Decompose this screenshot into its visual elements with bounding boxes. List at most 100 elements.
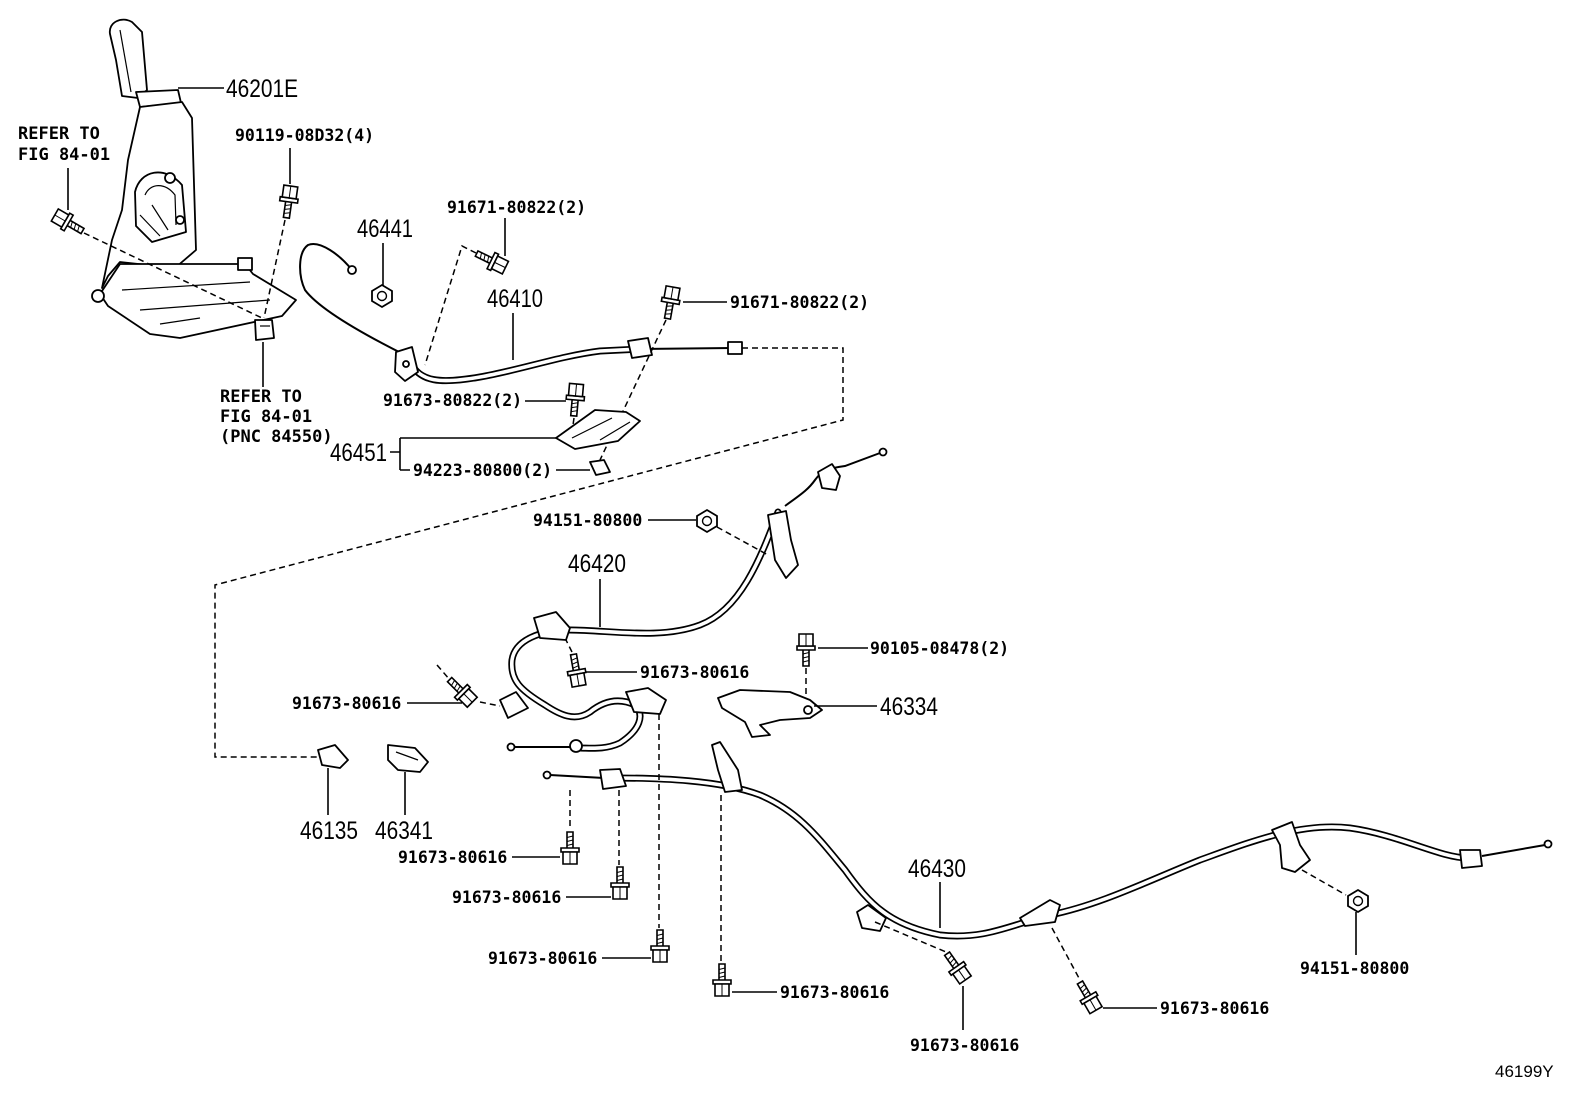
dash-cable-connection [214,347,844,758]
lever-base-detail [121,281,271,325]
nut-94223-icon [589,459,611,476]
callout-46441[interactable]: 46441 [357,215,413,243]
clip-46341-detail [395,751,419,761]
nut-46441-icon [371,284,393,308]
bracket-46451 [555,409,641,450]
bolt-91673-80616-e-icon [650,929,670,963]
refer-b-line3: (PNC 84550) [220,427,333,447]
parking-brake-lever-assembly [91,18,297,339]
bolt-91671-b-icon [657,284,683,321]
cable-46420-bracket-c [625,687,667,715]
callout-46420[interactable]: 46420 [568,550,626,578]
cable-46420-sheath-inner [510,510,780,751]
dash-90119 [263,219,286,319]
callout-46430[interactable]: 46430 [908,855,966,883]
bolt-91673-80616-d-icon [610,866,630,900]
bolt-91673-80616-h-icon [938,947,974,986]
cable-46420-bracket-b [499,691,529,719]
bracket-46334-hole [803,705,813,715]
nut-94151-b-icon [1347,889,1369,913]
lever-handle-grip [109,18,148,99]
bracket-46451-detail [571,417,631,441]
dash-lever-bolt [83,232,263,319]
dash-91673-h [874,921,947,953]
lever-tab [237,257,253,271]
callout-46410[interactable]: 46410 [487,285,543,313]
callout-91673-80616-e[interactable]: 91673-80616 [488,949,597,968]
cable-46420-end-fitting [569,739,583,753]
cable-46410-sheath-inner [408,347,642,383]
bracket-46334 [717,689,823,738]
cable-46410-rod-end [347,265,357,275]
callout-91671-80822-a[interactable]: 91671-80822(2) [447,198,586,217]
figure-code: 46199Y [1495,1062,1554,1081]
cable-46430-bracket-b [856,904,887,932]
dash-91671-b [599,319,667,461]
cable-46420-rod-end [878,447,888,457]
callout-91673-80616-h[interactable]: 91673-80616 [910,1036,1019,1055]
cable-46410-clip [627,337,653,359]
callout-91673-80616-f[interactable]: 91673-80616 [780,983,889,1002]
cable-46430-bracket-a [711,741,743,793]
cable-46430-inner-wire-front [549,774,605,779]
refer-a-line2: FIG 84-01 [18,145,110,165]
callout-90105-08478[interactable]: 90105-08478(2) [870,639,1009,658]
dash-91673-b [436,664,501,707]
cable-46430-bracket-d [1271,821,1311,873]
dash-94151-b [1301,869,1347,896]
lever-sector-detail [139,185,177,237]
cable-46410-inner-wire [639,347,733,350]
dash-91673-g [1051,927,1081,981]
callout-94223-80800[interactable]: 94223-80800(2) [413,461,552,480]
bolt-90119-icon [276,184,301,220]
cable-46430-rear-fitting [1459,849,1483,869]
lever-grip-line [119,29,132,93]
callout-46341[interactable]: 46341 [375,817,433,845]
leader-lines [67,87,1357,1030]
lever-pivot [164,172,176,184]
callout-90119-08D32[interactable]: 90119-08D32(4) [235,126,374,145]
clip-46135 [317,744,349,769]
clip-pnc-84550 [254,319,275,341]
nut-94151-a-icon [696,509,718,533]
callout-91673-80616-d[interactable]: 91673-80616 [452,888,561,907]
callout-94151-80800-a[interactable]: 94151-80800 [533,511,642,530]
cable-46420-clip-bracket [767,510,799,579]
bolt-91673-80616-f-icon [712,963,732,997]
dash-91673-a [565,639,573,653]
lever-sector-plate [134,171,187,243]
callout-94151-80800-b[interactable]: 94151-80800 [1300,959,1409,978]
refer-b-line2: FIG 84-01 [220,407,312,427]
cable-46430-wire-end-rear [1543,839,1553,849]
cable-46420-bracket-a [533,611,571,641]
cable-46420-rod [784,452,881,507]
cable-46430-bracket-c [1019,899,1061,927]
bolt-91673-80822-icon [563,382,587,418]
callout-91673-80616-g[interactable]: 91673-80616 [1160,999,1269,1018]
cable-46430-wire-end-front [542,770,552,780]
bolt-91673-80616-c-icon [560,831,580,865]
callout-91673-80616-b[interactable]: 91673-80616 [292,694,401,713]
callout-46201E[interactable]: 46201E [226,75,298,103]
callout-91671-80822-b[interactable]: 91671-80822(2) [730,293,869,312]
callout-46135[interactable]: 46135 [300,817,358,845]
bolt-90105-icon [796,633,816,667]
callout-46451[interactable]: 46451 [330,439,387,467]
callout-91673-80822[interactable]: 91673-80822(2) [383,391,522,410]
dash-91671-a [424,244,477,366]
cable-46430-inner-wire-rear [1481,844,1546,857]
cable-46430-front-fitting [599,768,627,790]
callout-91673-80616-a[interactable]: 91673-80616 [640,663,749,682]
cable-46410-end-fitting [727,341,743,355]
callout-46334[interactable]: 46334 [880,693,938,721]
bolt-refer-fig-84-01-icon [49,206,88,240]
lever-pivot-lower [175,215,185,225]
bolt-91673-80616-a-icon [563,652,589,689]
callout-91673-80616-c[interactable]: 91673-80616 [398,848,507,867]
lever-mount-hole [91,289,105,303]
cable-46410-sheath [406,345,644,385]
cable-46420-upper-bracket [817,463,841,491]
bolt-91671-a-icon [471,244,511,277]
refer-b-line1: REFER TO [220,387,302,407]
leader-46451-bracket [390,437,556,471]
